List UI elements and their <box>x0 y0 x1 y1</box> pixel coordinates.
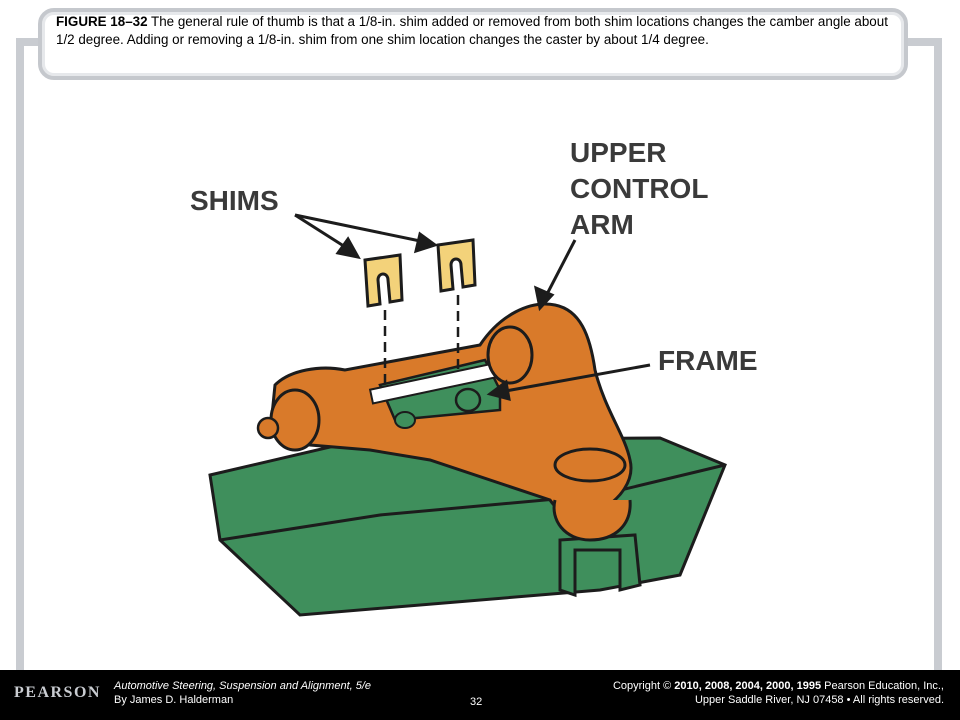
bushing-right <box>486 325 534 385</box>
shims-arrows <box>294 213 439 260</box>
copyright-line2: Upper Saddle River, NJ 07458 • All right… <box>694 694 944 706</box>
figure-label: FIGURE 18–32 <box>56 14 148 29</box>
label-frame: FRAME <box>658 345 758 376</box>
figure-caption: FIGURE 18–32 The general rule of thumb i… <box>56 13 896 48</box>
label-upper: UPPER <box>570 137 666 168</box>
book-author: By James D. Halderman <box>114 694 234 706</box>
shim-left <box>363 253 404 308</box>
ball-joint-top <box>553 447 627 483</box>
slide-frame-right <box>934 38 942 670</box>
frame-edge <box>219 463 726 542</box>
book-title: Automotive Steering, Suspension and Alig… <box>114 680 350 692</box>
nut-left <box>256 416 280 440</box>
copyright-prefix: Copyright © <box>612 680 675 692</box>
copyright-holder: Pearson Education, Inc., <box>821 680 944 692</box>
pearson-logo-text: PEARSON <box>14 684 101 701</box>
label-arm: ARM <box>570 209 634 240</box>
slide-frame-left <box>16 38 24 670</box>
book-edition: , 5/e <box>349 680 372 692</box>
page-number: 32 <box>470 696 483 708</box>
upper-control-arm-arrow <box>533 239 577 312</box>
bushing-left <box>269 388 321 452</box>
label-control: CONTROL <box>570 173 708 204</box>
copyright: Copyright © 2010, 2008, 2004, 2000, 1995… <box>613 679 944 707</box>
copyright-years: 2010, 2008, 2004, 2000, 1995 <box>674 680 822 692</box>
caption-body: The general rule of thumb is that a 1/8-… <box>56 14 888 47</box>
book-citation: Automotive Steering, Suspension and Alig… <box>114 679 371 707</box>
pearson-logo: PEARSON <box>0 670 106 720</box>
control-arm-illustration: SHIMS UPPER CONTROL ARM FRAME <box>190 137 758 617</box>
frame-arrow <box>486 363 651 402</box>
ball-joint-stem <box>558 533 642 598</box>
shim-right <box>436 238 477 293</box>
label-shims: SHIMS <box>190 185 279 216</box>
caption-box <box>38 8 908 80</box>
bolt-head-left <box>394 411 416 429</box>
slide-footer: PEARSON Automotive Steering, Suspension … <box>0 670 960 720</box>
ball-joint-body <box>552 499 632 542</box>
bolt-head <box>454 387 482 413</box>
